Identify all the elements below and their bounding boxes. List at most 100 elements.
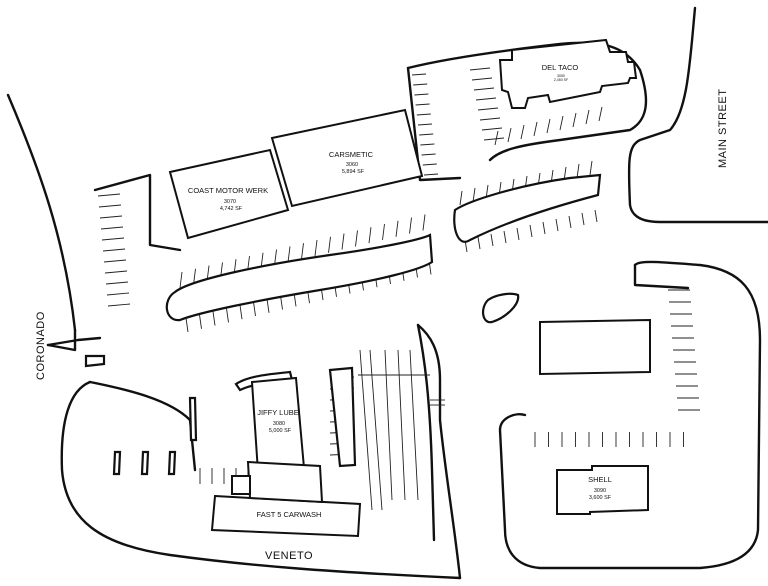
- coronado-label: CORONADO: [35, 311, 47, 380]
- shell-name: SHELL: [588, 475, 612, 484]
- parking-stall-line: [185, 317, 189, 333]
- parking-stall-line: [395, 220, 399, 237]
- parking-stall-line: [516, 227, 520, 241]
- parking-stall-line: [477, 107, 499, 111]
- parking-stall-line: [423, 173, 439, 176]
- parking-stall-line: [419, 133, 434, 136]
- jiffy-lube-area: 5,000 SF: [269, 428, 292, 434]
- parking-stall-line: [555, 218, 559, 232]
- parking-island-center: [165, 233, 434, 322]
- parking-stall-line: [507, 127, 512, 143]
- drive-lines: [358, 349, 445, 511]
- parking-stall-line: [546, 118, 551, 134]
- parking-stall-line: [266, 298, 270, 313]
- landscape-islands: [84, 173, 602, 476]
- parking-stall-line: [422, 163, 437, 166]
- parking-stall-line: [585, 109, 590, 125]
- parking-stall-line: [301, 243, 304, 260]
- parking-stall-line: [415, 103, 430, 106]
- building-labels: COAST MOTOR WERK 3070 4,742 SF CARSMETIC…: [188, 63, 612, 519]
- parking-stall-line: [226, 308, 229, 323]
- small-island: [84, 354, 106, 368]
- parking-stall-line: [459, 190, 463, 206]
- del-taco-name: DEL TACO: [542, 63, 579, 72]
- vacuum-island: [328, 366, 357, 468]
- parking-stall-line: [572, 112, 577, 128]
- parking-stall-line: [414, 93, 429, 96]
- parking-stall-line: [99, 215, 123, 219]
- parking-island-east: [453, 173, 602, 243]
- parking-stall-line: [533, 121, 538, 137]
- parking-stall-line: [481, 127, 503, 131]
- site-boundary: [6, 6, 768, 580]
- drive-through-island-2: [140, 450, 150, 476]
- parking-stall-line: [421, 153, 436, 156]
- parking-stall-line: [473, 87, 495, 91]
- carsmetic-number: 3060: [346, 162, 358, 168]
- parking-stall-line: [469, 67, 491, 71]
- parking-stall-line: [413, 83, 428, 86]
- building-del-taco: [498, 38, 638, 109]
- parking-stall-line: [483, 137, 505, 141]
- parking-stall-line: [494, 130, 499, 146]
- parking-stall-line: [314, 239, 318, 257]
- parking-stall-line: [179, 271, 183, 289]
- building-carwash-rear: [231, 475, 251, 495]
- parking-stall-line: [490, 233, 494, 247]
- parking-stall-line: [239, 305, 243, 320]
- building-shell: [556, 465, 649, 515]
- parking-stall-line: [559, 115, 564, 131]
- coast-motor-werk-number: 3070: [224, 199, 236, 205]
- parking-stall-line: [355, 230, 358, 247]
- parking-stall-line: [471, 77, 493, 81]
- coast-motor-werk-area: 4,742 SF: [220, 206, 243, 212]
- carsmetic-name: CARSMETIC: [329, 150, 374, 159]
- coast-motor-werk-name: COAST MOTOR WERK: [188, 186, 268, 195]
- parking-stall-line: [100, 226, 124, 230]
- parking-stall-line: [420, 143, 435, 146]
- parking-stall-line: [598, 106, 603, 122]
- building-carsmetic: [270, 108, 424, 208]
- parking-stall-line: [520, 124, 525, 140]
- jiffy-lube-number: 3080: [273, 421, 285, 427]
- parking-stall-line: [529, 224, 533, 238]
- parking-stall-line: [98, 204, 122, 208]
- parking-stall-line: [103, 259, 127, 263]
- carsmetic-area: 5,894 SF: [342, 169, 365, 175]
- parking-stall-line: [581, 212, 585, 226]
- parking-stall-line: [107, 303, 131, 307]
- building-coast-motor-werk: [168, 148, 290, 240]
- del-taco-area: 2,450 SF: [554, 78, 568, 82]
- parking-stall-line: [101, 237, 125, 241]
- drive-through-island-1: [112, 450, 122, 476]
- parking-stall-line: [104, 270, 128, 274]
- parking-stall-line: [479, 117, 501, 121]
- fast-5-carwash-name: FAST 5 CARWASH: [257, 510, 322, 519]
- buildings: [168, 38, 651, 538]
- parking-stall-line: [280, 295, 283, 310]
- parking-stall-line: [102, 248, 126, 252]
- parking-stall-line: [382, 223, 385, 241]
- parking-stall-line: [97, 193, 121, 197]
- street-labels: MAIN STREET CORONADO VENETO: [35, 89, 729, 562]
- parking-stall-line: [477, 236, 481, 250]
- building-carwash-annex: [246, 460, 324, 504]
- teardrop-island: [482, 292, 520, 324]
- parking-stall-line: [409, 217, 412, 234]
- drive-through-island-3: [167, 450, 177, 476]
- parking-stall-line: [542, 221, 546, 235]
- parking-stall-line: [287, 246, 291, 263]
- main-street-label: MAIN STREET: [717, 89, 729, 168]
- veneto-label: VENETO: [265, 550, 313, 562]
- parking-stall-line: [475, 97, 497, 101]
- parking-stall-line: [212, 311, 216, 326]
- parking-stall-line: [411, 73, 427, 76]
- building-unlabeled-east: [539, 318, 651, 376]
- parking-stall-line: [416, 113, 431, 116]
- del-taco-number: 3050: [557, 74, 565, 78]
- vertical-island-north: [188, 396, 198, 442]
- parking-stall-line: [417, 123, 433, 126]
- shell-number: 3090: [594, 488, 606, 494]
- parking-stall-line: [105, 281, 129, 285]
